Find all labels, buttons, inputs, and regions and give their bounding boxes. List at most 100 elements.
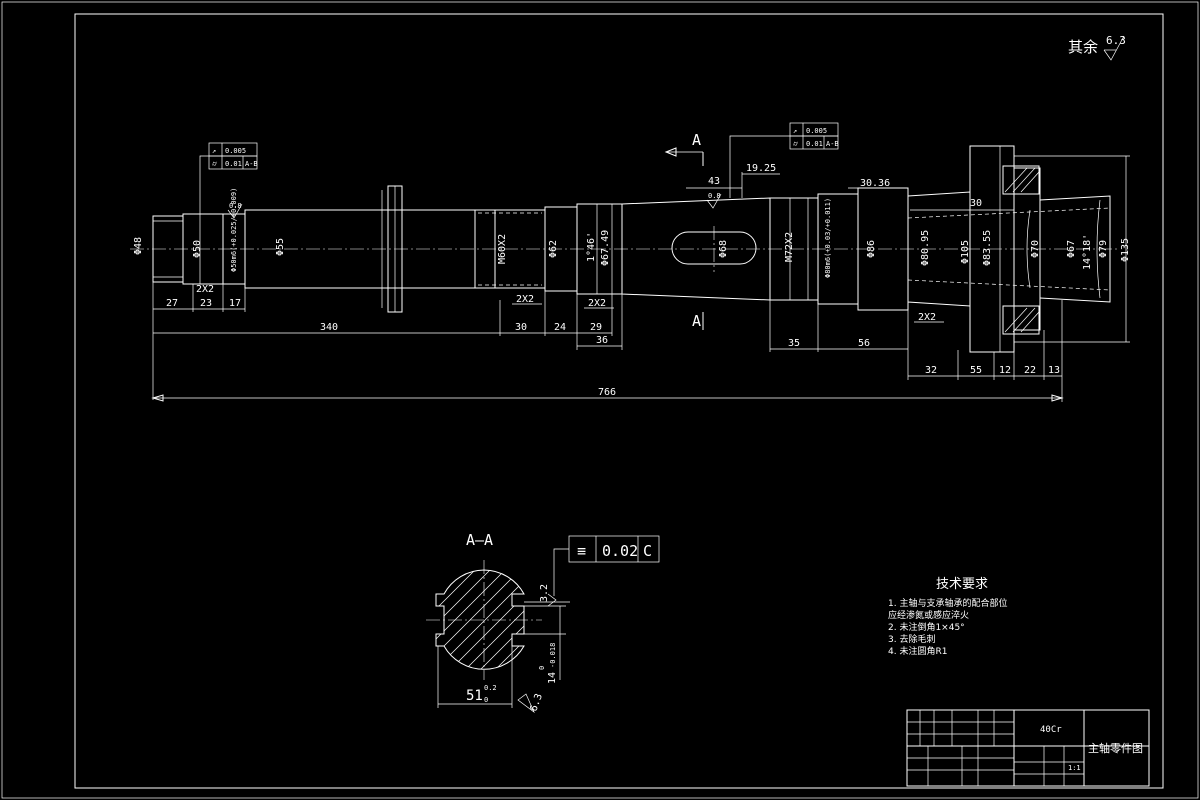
dim-340: 340 xyxy=(320,322,338,333)
chamfer-3: 2X2 xyxy=(588,298,606,309)
tech-req-item-4: 3. 去除毛刺 xyxy=(888,633,935,645)
diameter-labels: Φ48 Φ50 Φ50m6(+0.025/+0.009) Φ55 M60X2 Φ… xyxy=(133,188,1131,278)
dia-68: Φ68 xyxy=(718,240,729,258)
mid-tolerance-frame: ↗ 0.005 ⌭ 0.01 A-B xyxy=(729,122,839,198)
tech-requirements: 技术要求 1. 主轴与支承轴承的配合部位 应经渗氮或感应淬火 2. 未注倒角1×… xyxy=(888,577,1007,657)
flange-hatch xyxy=(1002,165,1040,335)
dim-17: 17 xyxy=(229,298,241,309)
section-roughness-bottom: 6.3 xyxy=(528,692,545,713)
dim-29: 29 xyxy=(590,322,602,333)
roughness-note-value: 6.3 xyxy=(1106,34,1126,47)
tol-symbol-2: ⌭ xyxy=(212,160,217,168)
dims-row-2: 340 30 24 29 36 35 56 xyxy=(153,291,908,352)
dim-23: 23 xyxy=(200,298,212,309)
dim-36: 36 xyxy=(596,335,608,346)
section-keyway-upper: 0 xyxy=(538,666,546,670)
dim-32: 32 xyxy=(925,365,937,376)
dia-105: Φ105 xyxy=(960,240,971,264)
roughness-symbol-icon xyxy=(1103,35,1125,61)
section-tol-symbol: ≡ xyxy=(577,542,586,560)
section-roughness-top: 3.2 xyxy=(539,584,550,602)
section-title: A—A xyxy=(466,531,493,549)
taper-angle-2: 14°18' xyxy=(1082,234,1093,270)
dia-79: Φ79 xyxy=(1098,240,1109,258)
roughness-icon-1 xyxy=(227,203,243,219)
title-drawing-name: 主轴零件图 xyxy=(1088,741,1143,755)
section-mark-top: A xyxy=(664,131,704,166)
overall-length-dim: 766 xyxy=(151,387,1064,402)
roughness-note-label: 其余 xyxy=(1068,38,1098,56)
tech-req-item-3: 2. 未注倒角1×45° xyxy=(888,621,965,633)
dim-30b: 30 xyxy=(515,322,527,333)
dims-row-3: 32 55 12 22 13 xyxy=(907,300,1063,402)
dia-67: Φ67 xyxy=(1066,240,1077,258)
chamfer-2: 2X2 xyxy=(516,294,534,305)
roughness-note: 其余 6.3 xyxy=(1068,34,1126,61)
dim-56: 56 xyxy=(858,338,870,349)
dim-30: 30 xyxy=(970,198,982,209)
taper-angle-1: 1°46' xyxy=(586,232,597,262)
dim-19-25: 19.25 xyxy=(746,163,776,174)
dim-30-36: 30.36 xyxy=(860,178,890,189)
dia-70: Φ70 xyxy=(1030,240,1041,258)
left-tolerance-frame: ↗ 0.005 ⌭ 0.01 A-B xyxy=(199,142,258,214)
section-view: A—A ≡ 0.02 C 3.2 xyxy=(426,531,660,714)
roughness-mark-1: 0.8 xyxy=(229,202,242,210)
tol-symbol-1: ↗ xyxy=(212,147,216,155)
dim-13: 13 xyxy=(1048,365,1060,376)
section-width-base: 51 xyxy=(466,688,483,704)
dim-12: 12 xyxy=(999,365,1011,376)
dia-48: Φ48 xyxy=(133,237,144,255)
dia-135: Φ135 xyxy=(1120,238,1131,262)
dim-43: 43 xyxy=(708,176,720,187)
dia-50: Φ50 xyxy=(192,240,203,258)
dims-row-1: 27 23 17 xyxy=(152,282,246,400)
section-width-upper: 0.2 xyxy=(484,684,497,692)
section-keyway-base: 14 xyxy=(547,672,558,684)
tech-req-item-2: 应经渗氮或感应淬火 xyxy=(888,609,969,621)
title-material: 40Cr xyxy=(1040,725,1062,735)
chamfer-1: 2X2 xyxy=(196,284,214,295)
dia-62: Φ62 xyxy=(548,240,559,258)
roughness-icon-2 xyxy=(706,193,722,209)
arrow-left-icon xyxy=(664,147,677,157)
thread-m60: M60X2 xyxy=(497,234,508,264)
dim-766: 766 xyxy=(598,387,616,398)
section-tol-value: 0.02 xyxy=(602,542,638,560)
section-tol-datum: C xyxy=(643,542,652,560)
roughness-mark-2: 0.8 xyxy=(708,192,721,200)
tol-symbol-4: ⌭ xyxy=(793,140,798,148)
tol-datum-2: A-B xyxy=(245,160,258,168)
tol-value-1: 0.005 xyxy=(225,147,246,155)
svg-text:A: A xyxy=(692,312,701,330)
dia-67-49: Φ67.49 xyxy=(600,230,611,266)
title-block: 40Cr 主轴零件图 1:1 xyxy=(906,709,1150,787)
dia-50-fit: Φ50m6(+0.025/+0.009) xyxy=(230,188,238,272)
inner-frame xyxy=(74,13,1164,789)
dim-24: 24 xyxy=(554,322,566,333)
svg-text:A: A xyxy=(692,131,701,149)
thread-m72: M72X2 xyxy=(784,232,795,262)
dia-83-55: Φ83.55 xyxy=(982,230,993,266)
dim-22: 22 xyxy=(1024,365,1036,376)
dim-35: 35 xyxy=(788,338,800,349)
dim-55: 55 xyxy=(970,365,982,376)
top-dimensions: 43 19.25 30.36 30 xyxy=(686,163,1014,211)
dim-27: 27 xyxy=(166,298,178,309)
tol-datum-4: A-B xyxy=(826,140,839,148)
section-mark-bottom: A xyxy=(692,312,704,330)
section-keyway-lower: -0.018 xyxy=(549,643,557,668)
tech-req-title: 技术要求 xyxy=(936,577,988,592)
tol-symbol-3: ↗ xyxy=(793,127,797,135)
tech-req-item-5: 4. 未注圆角R1 xyxy=(888,645,947,657)
dia-80-95: Φ80.95 xyxy=(920,230,931,266)
dia-80-fit: Φ80m6(+0.03/+0.011) xyxy=(824,198,832,278)
title-scale: 1:1 xyxy=(1068,764,1081,772)
section-width-lower: 0 xyxy=(484,696,488,704)
tol-value-3: 0.005 xyxy=(806,127,827,135)
chamfer-4: 2X2 xyxy=(918,312,936,323)
tol-value-2: 0.01 xyxy=(225,160,242,168)
tech-req-item-1: 1. 主轴与支承轴承的配合部位 xyxy=(888,597,1007,609)
